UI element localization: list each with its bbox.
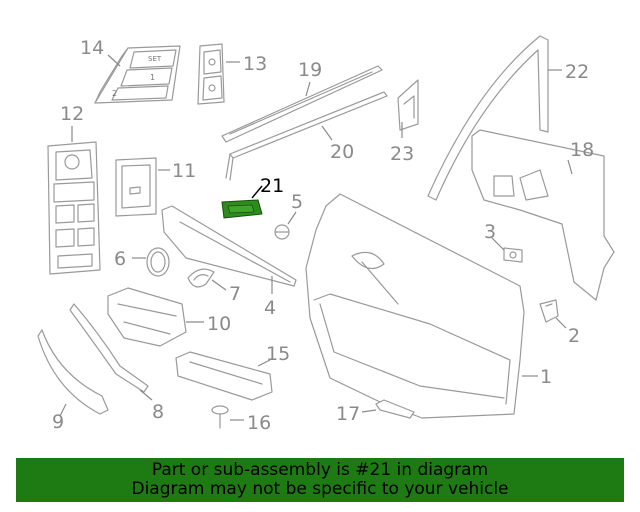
set-label: SET <box>148 55 162 63</box>
callout-21[interactable]: 21 <box>260 175 284 197</box>
callout-10[interactable]: 10 <box>207 313 231 335</box>
part-12-window-switch-panel[interactable] <box>47 141 101 275</box>
part-15-armrest-pad[interactable] <box>175 351 273 401</box>
part-3-clip[interactable] <box>503 247 523 263</box>
parts-diagram: SET 1 2 14 13 12 11 19 <box>37 35 615 434</box>
leader-20 <box>321 125 333 141</box>
part-6-ring[interactable] <box>146 247 170 277</box>
part-7-handle-bezel[interactable] <box>187 268 215 288</box>
part-2-push-clip[interactable] <box>539 299 559 323</box>
callout-15[interactable]: 15 <box>266 343 290 365</box>
part-18-inner-panel[interactable] <box>471 129 615 301</box>
part-17-lamp[interactable] <box>375 399 415 419</box>
leader-14 <box>107 54 121 67</box>
part-21-bracket-highlighted[interactable] <box>221 199 263 219</box>
part-11-bezel[interactable] <box>115 157 157 217</box>
button-2-label: 2 <box>112 89 117 98</box>
leader-18 <box>567 159 573 175</box>
callout-9[interactable]: 9 <box>52 411 64 433</box>
callout-18[interactable]: 18 <box>570 139 594 161</box>
part-5-clip[interactable] <box>274 224 290 240</box>
part-14-memory-switch[interactable]: SET 1 2 <box>94 45 181 104</box>
callout-5[interactable]: 5 <box>291 191 303 213</box>
leader-17 <box>361 409 377 413</box>
leader-5 <box>287 211 297 225</box>
part-22-window-frame[interactable] <box>427 35 549 201</box>
callout-22[interactable]: 22 <box>565 61 589 83</box>
callout-6[interactable]: 6 <box>114 248 126 270</box>
callout-4[interactable]: 4 <box>264 297 276 319</box>
callout-17[interactable]: 17 <box>336 403 360 425</box>
part-4-upper-trim[interactable] <box>161 205 297 287</box>
callout-19[interactable]: 19 <box>298 59 322 81</box>
leader-21 <box>251 185 263 199</box>
leader-9 <box>59 403 67 417</box>
callout-1[interactable]: 1 <box>540 366 552 388</box>
part-1-door-panel[interactable] <box>305 193 525 419</box>
callout-12[interactable]: 12 <box>60 103 84 125</box>
part-8-armrest-strip[interactable] <box>69 303 149 393</box>
part-19-trim-strip[interactable] <box>221 65 383 143</box>
part-23-mirror-trim[interactable] <box>397 79 419 131</box>
callout-8[interactable]: 8 <box>152 401 164 423</box>
banner-line-2: Diagram may not be specific to your vehi… <box>131 479 509 499</box>
leader-19 <box>305 81 311 97</box>
callout-16[interactable]: 16 <box>247 412 271 434</box>
callout-20[interactable]: 20 <box>330 141 354 163</box>
callout-23[interactable]: 23 <box>390 143 414 165</box>
part-13-switch[interactable] <box>197 43 225 105</box>
callout-11[interactable]: 11 <box>172 160 196 182</box>
leader-15 <box>257 359 271 367</box>
button-1-label: 1 <box>150 73 155 82</box>
callout-14[interactable]: 14 <box>80 37 104 59</box>
leader-7 <box>211 279 227 291</box>
leader-2 <box>555 317 567 329</box>
vehicle-disclaimer-banner: Part or sub-assembly is #21 in diagram D… <box>16 458 624 502</box>
leader-8 <box>139 389 153 401</box>
callout-2[interactable]: 2 <box>568 325 580 347</box>
part-20-weatherstrip[interactable] <box>225 91 388 181</box>
part-16-screw[interactable] <box>211 405 229 429</box>
callout-7[interactable]: 7 <box>229 283 241 305</box>
part-10-handle-bracket[interactable] <box>107 287 187 347</box>
callout-3[interactable]: 3 <box>484 221 496 243</box>
part-9-grab-strip[interactable] <box>37 329 109 415</box>
banner-line-1: Part or sub-assembly is #21 in diagram <box>151 460 489 480</box>
leader-3 <box>491 237 505 251</box>
callout-13[interactable]: 13 <box>243 53 267 75</box>
